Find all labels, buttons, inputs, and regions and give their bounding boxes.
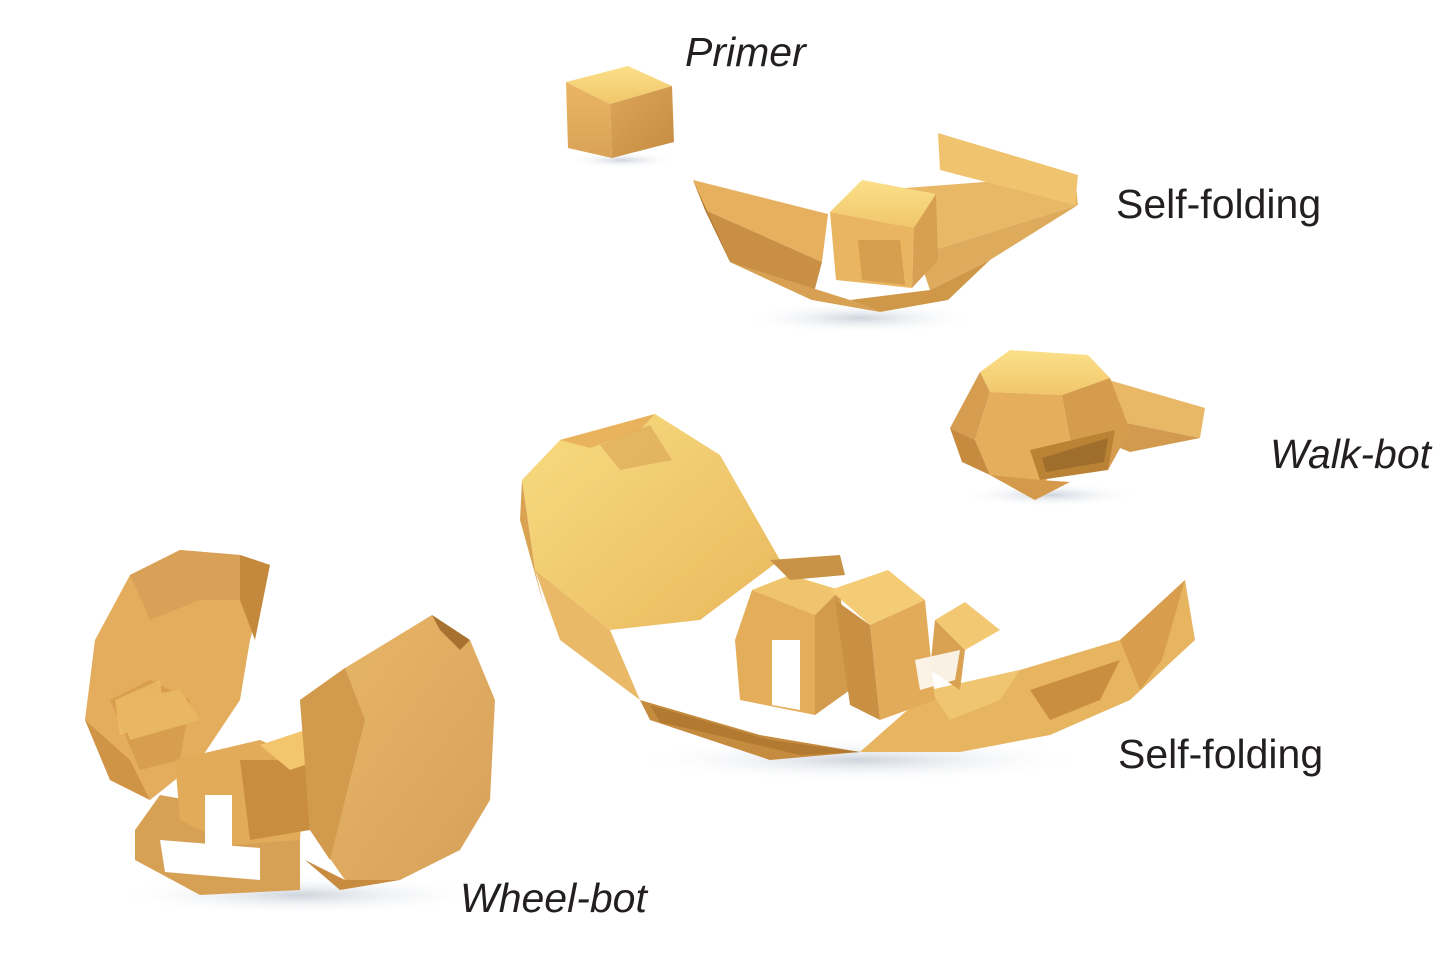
wheel-bot-model — [85, 550, 495, 915]
label-wheel-bot: Wheel-bot — [460, 875, 647, 921]
label-self-folding-bottom: Self-folding — [1118, 731, 1324, 777]
walk-bot-model — [950, 350, 1205, 507]
label-walk-bot: Walk-bot — [1270, 431, 1432, 477]
label-primer: Primer — [685, 29, 806, 75]
self-folding-top-model — [693, 133, 1078, 334]
primer-cube — [566, 66, 677, 168]
label-self-folding-top: Self-folding — [1116, 181, 1322, 227]
self-folding-bottom-model — [520, 414, 1195, 782]
